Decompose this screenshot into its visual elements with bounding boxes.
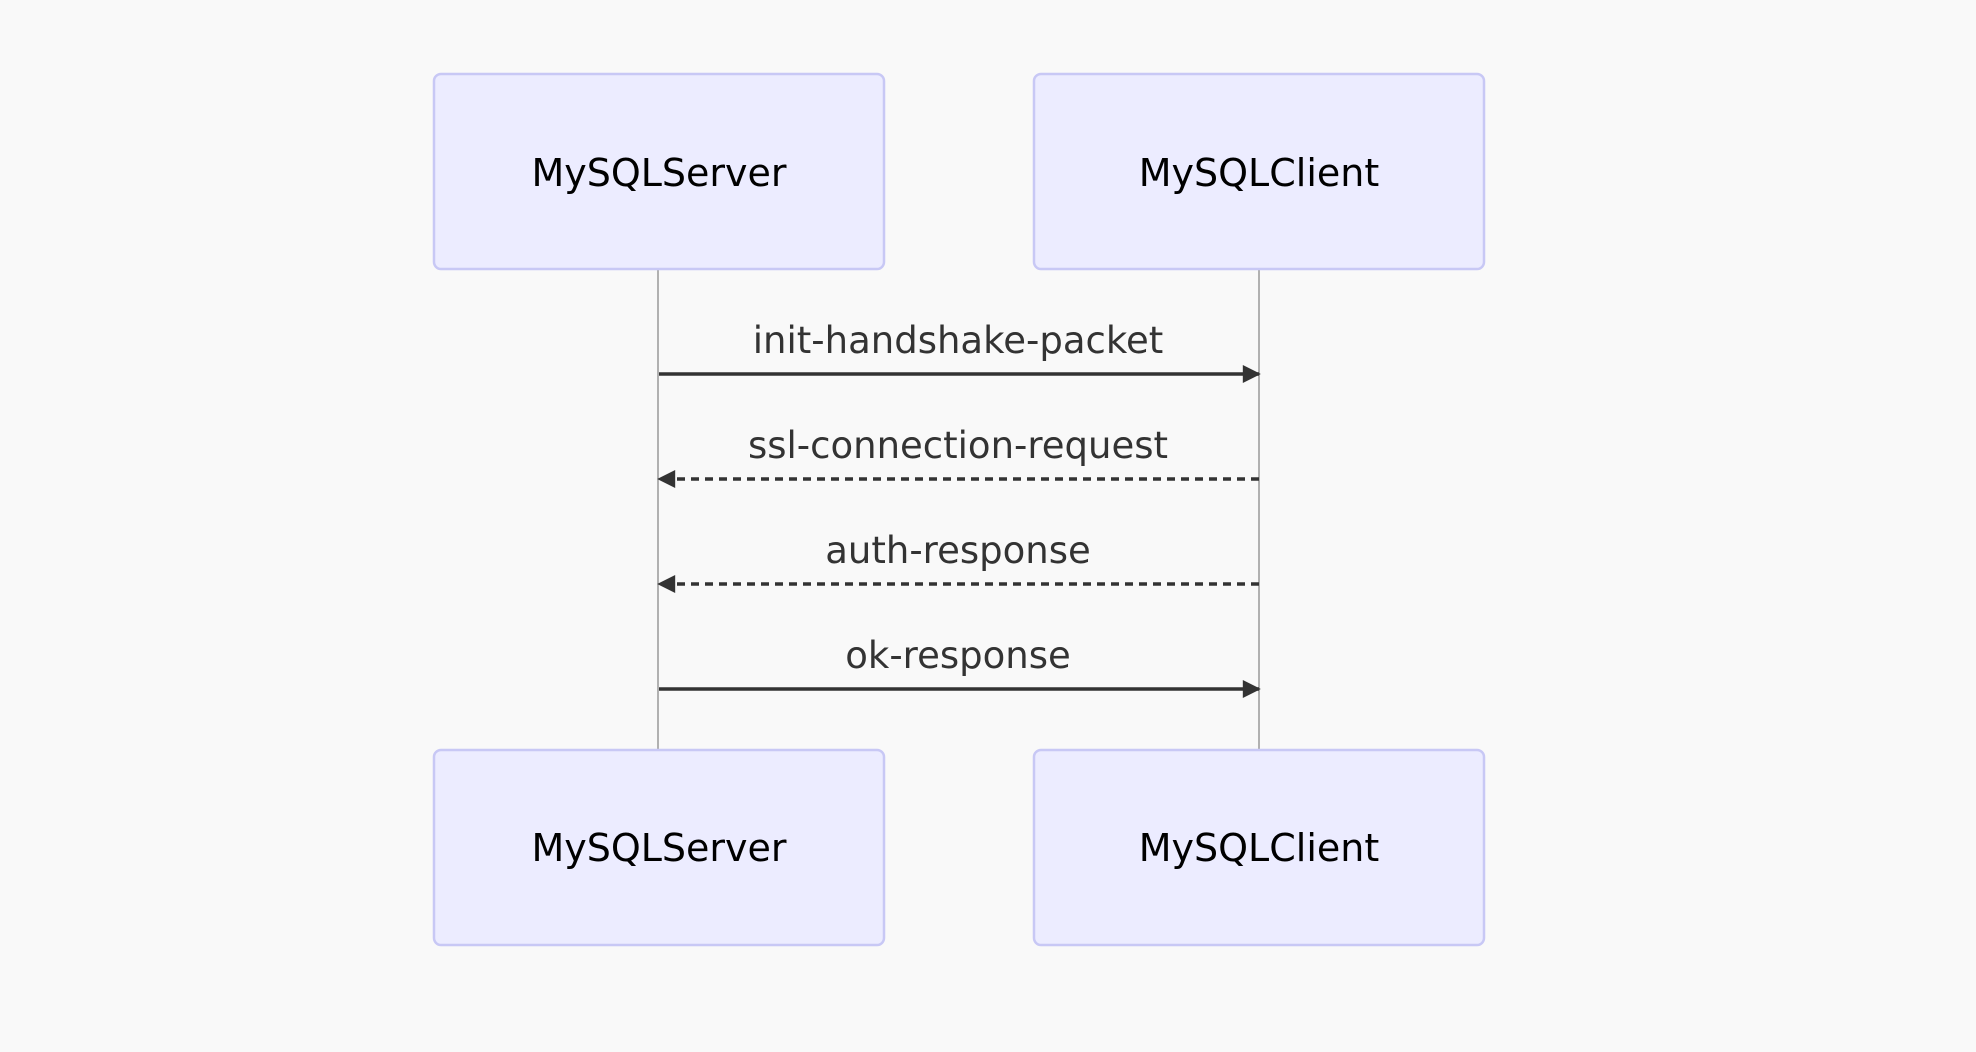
actor-bottom-server-label: MySQLServer (531, 826, 786, 870)
actor-top-client-label: MySQLClient (1139, 151, 1380, 195)
message-label: init-handshake-packet (753, 319, 1163, 362)
message-ok-response: ok-response (659, 634, 1261, 698)
actor-bottom-client-label: MySQLClient (1139, 826, 1380, 870)
actor-bottom-server[interactable]: MySQLServer (432, 748, 886, 947)
actor-bottom-client[interactable]: MySQLClient (1032, 748, 1486, 947)
actor-top-client[interactable]: MySQLClient (1032, 72, 1486, 271)
actor-top-server[interactable]: MySQLServer (432, 72, 886, 271)
message-init-handshake-packet: init-handshake-packet (659, 319, 1261, 383)
message-label: auth-response (825, 529, 1091, 572)
message-label: ok-response (845, 634, 1070, 677)
actor-top-server-label: MySQLServer (531, 151, 786, 195)
message-auth-response: auth-response (657, 529, 1259, 593)
message-ssl-connection-request: ssl-connection-request (657, 424, 1259, 488)
message-label: ssl-connection-request (748, 424, 1168, 467)
